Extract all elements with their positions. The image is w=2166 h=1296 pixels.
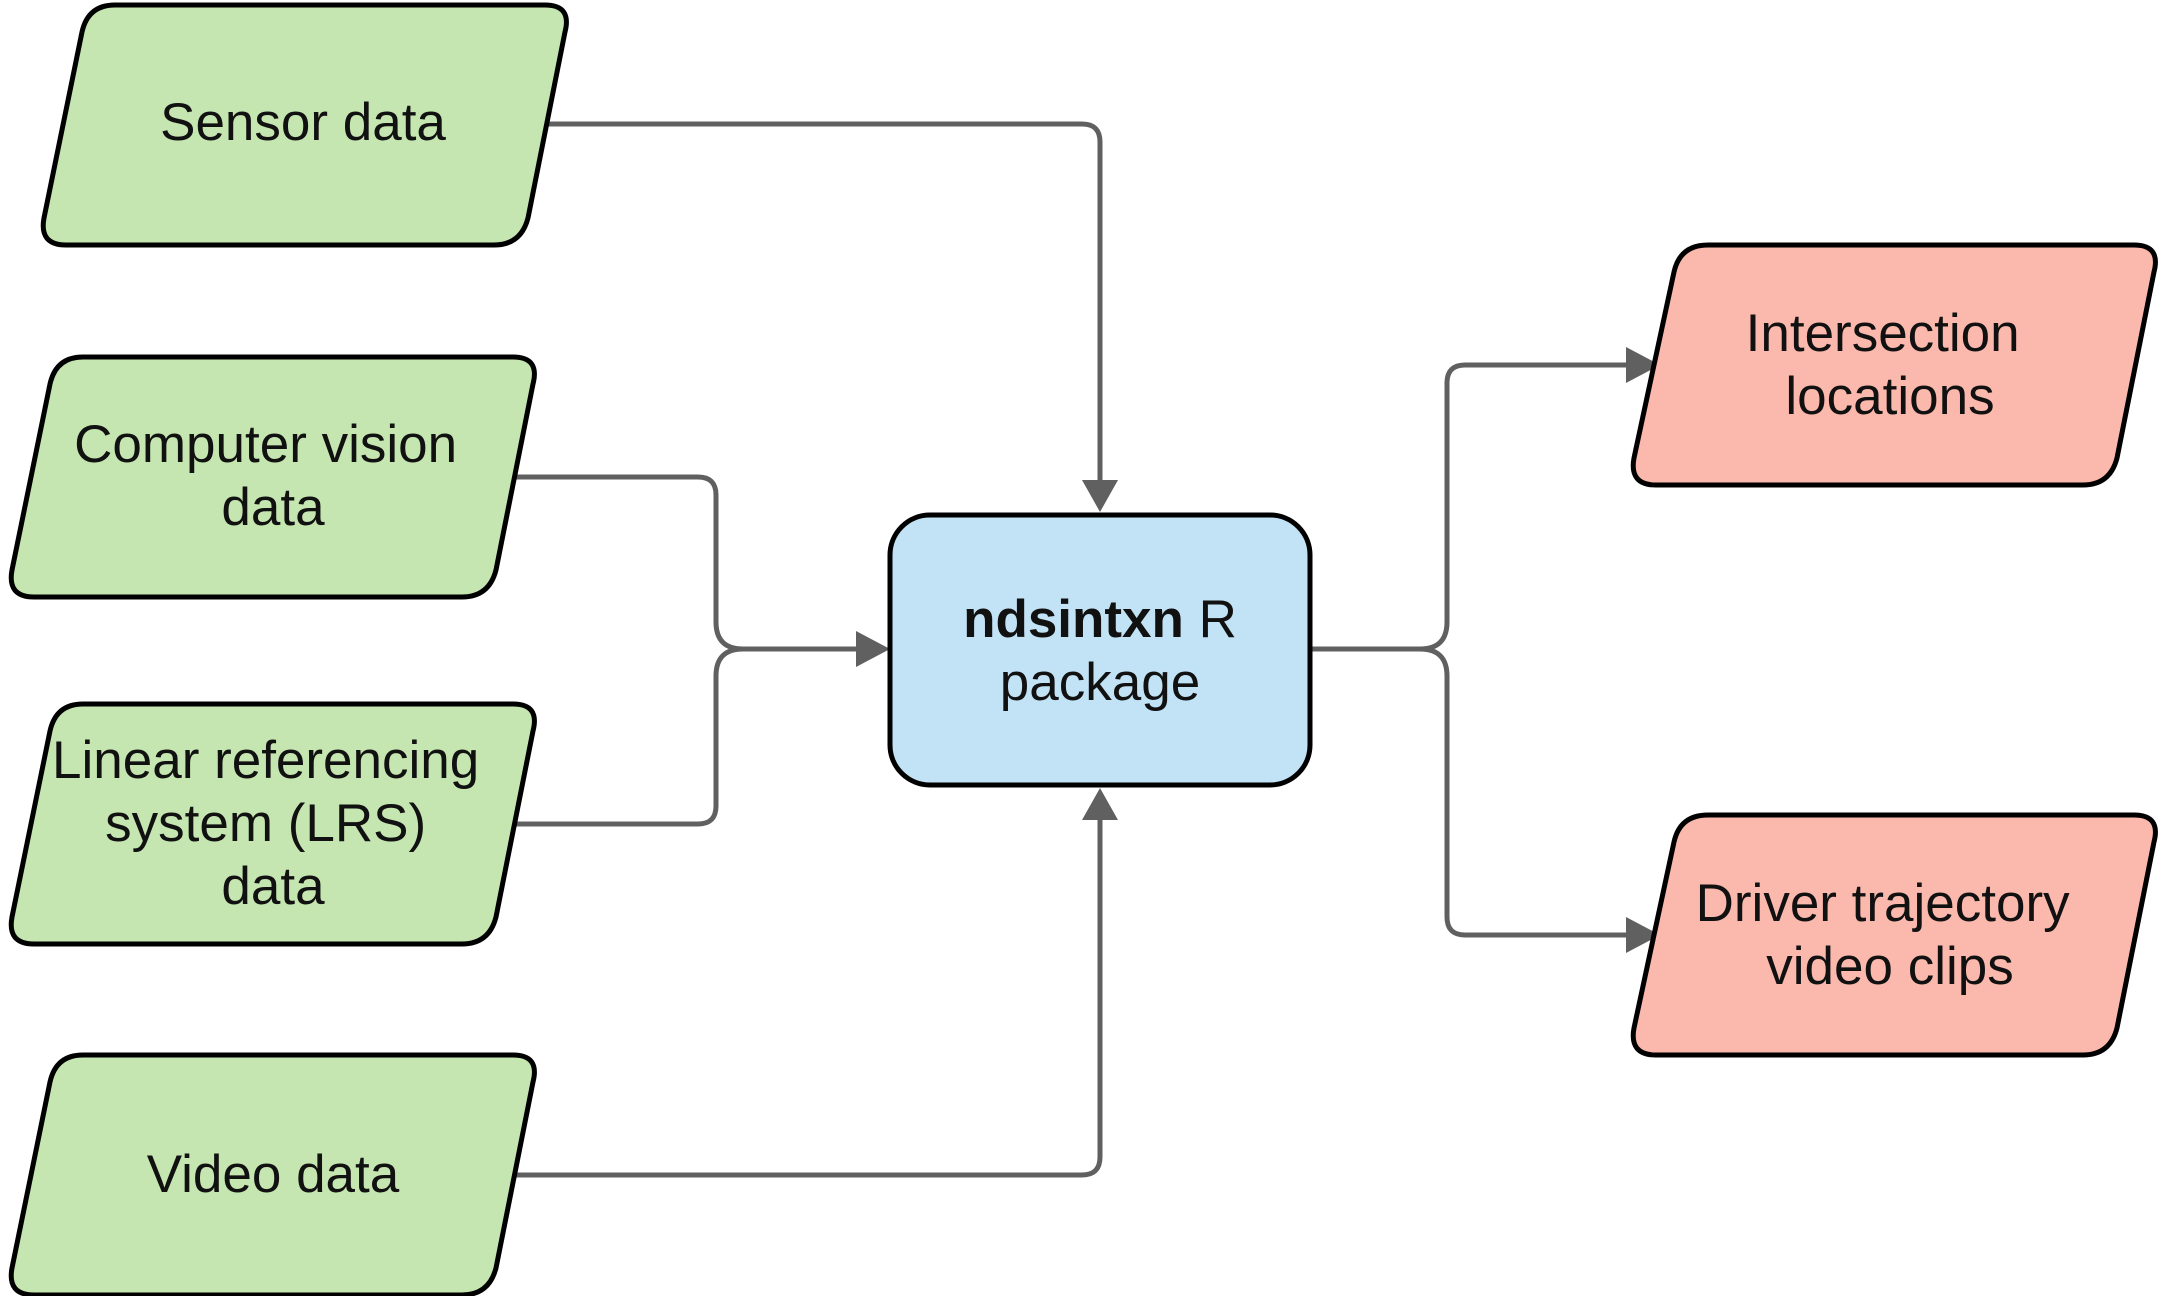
arrowhead-clips <box>1626 917 1660 953</box>
center-label-line2: package <box>1000 653 1200 712</box>
connector-cv-to-package <box>515 474 858 652</box>
connector-package-to-clips <box>1419 646 1628 938</box>
connectors <box>515 121 1660 1178</box>
input-label: Sensor data <box>160 93 446 152</box>
package-name-suffix: R <box>1184 590 1237 649</box>
output-driver-trajectory-clips: Driver trajectory video clips <box>1630 812 2158 1058</box>
center-label: ndsintxn R <box>963 590 1237 649</box>
input-lrs-data: Linear referencing system (LRS) data <box>8 701 537 947</box>
package-name: ndsintxn <box>963 590 1184 649</box>
arrowhead-left <box>856 631 890 667</box>
output-label: Intersection locations <box>1746 304 2035 426</box>
input-sensor-data: Sensor data <box>40 2 569 248</box>
input-computer-vision-data: Computer vision data <box>8 354 537 600</box>
center-shape <box>887 512 1313 788</box>
output-shape <box>1630 812 2158 1058</box>
connector-package-to-intersections <box>1310 362 1628 652</box>
arrowhead-intersections <box>1626 347 1660 383</box>
input-shape <box>8 1052 537 1296</box>
output-shape <box>1630 242 2158 488</box>
output-label: Driver trajectory video clips <box>1696 874 2085 996</box>
input-video-data: Video data <box>8 1052 537 1296</box>
arrowhead-sensor <box>1082 480 1118 512</box>
input-shape <box>40 2 569 248</box>
input-shape <box>8 354 537 600</box>
input-label: Computer vision data <box>74 415 472 537</box>
arrowhead-video <box>1082 788 1118 820</box>
center-package-box: ndsintxn R package <box>887 512 1313 788</box>
input-label: Video data <box>147 1145 400 1204</box>
connector-lrs-to-package <box>515 646 744 827</box>
connector-sensor-to-package <box>545 121 1103 482</box>
input-shape <box>8 701 537 947</box>
output-intersection-locations: Intersection locations <box>1630 242 2158 488</box>
connector-video-to-package <box>515 818 1103 1178</box>
input-label: Linear referencing system (LRS) data <box>52 731 494 916</box>
